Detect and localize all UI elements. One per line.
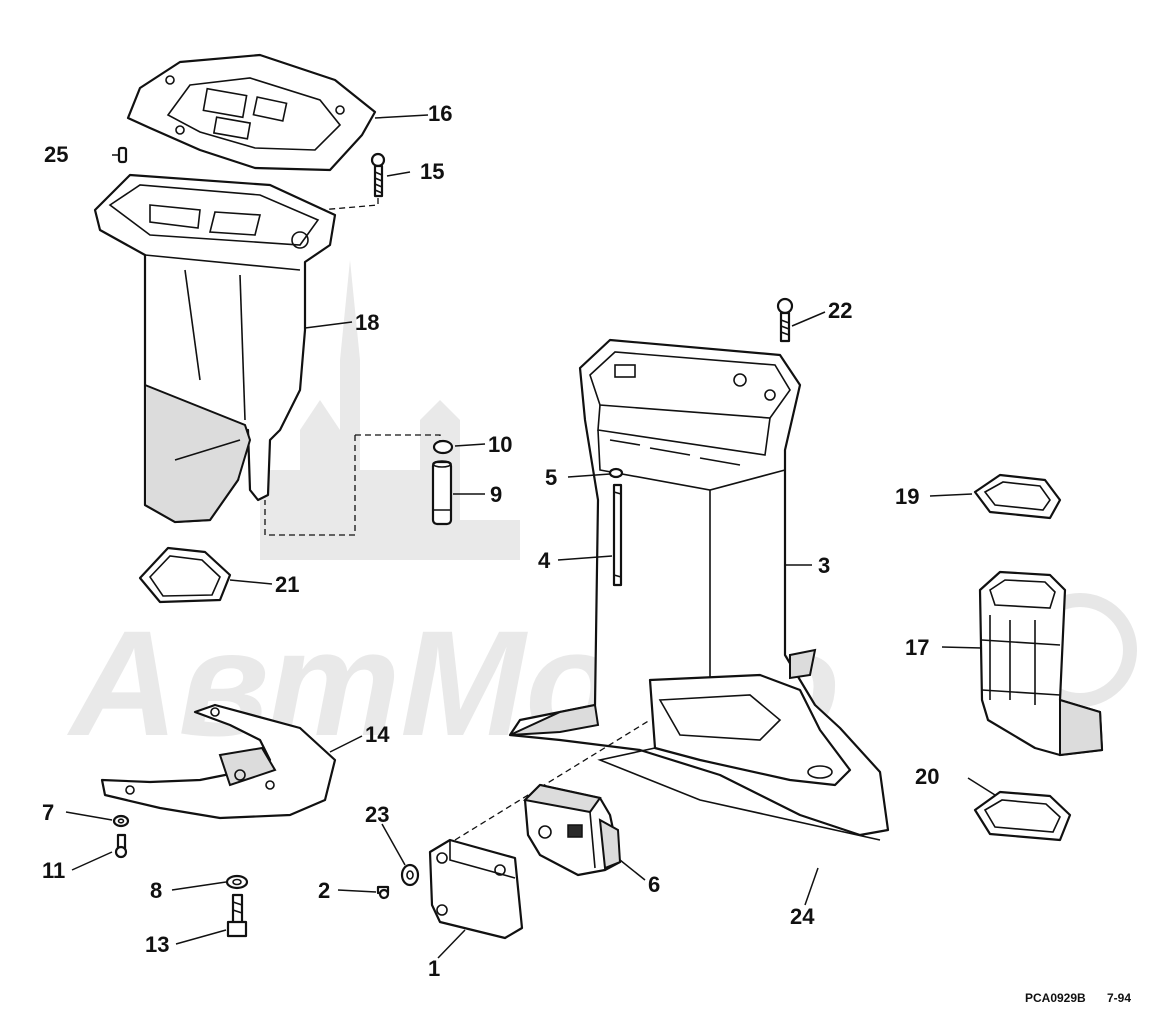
figure-date: 7-94	[1107, 991, 1131, 1005]
leader-7	[65, 811, 113, 821]
dash-1	[454, 719, 651, 841]
part-7-washer	[112, 814, 130, 828]
leader-22	[791, 311, 826, 327]
part-22-bolt	[776, 297, 794, 343]
callout-14: 14	[365, 722, 390, 747]
callout-11: 11	[42, 858, 65, 883]
callout-2: 2	[318, 878, 330, 903]
callout-4: 4	[538, 548, 551, 573]
leader-14	[329, 735, 363, 753]
leader-5	[567, 473, 611, 478]
leader-8	[171, 881, 227, 891]
figure-reference: PCA0929B 7-94	[1025, 991, 1131, 1005]
callout-5: 5	[545, 465, 557, 490]
callout-13: 13	[145, 932, 169, 957]
part-8-washer	[225, 874, 249, 890]
leader-1	[437, 929, 466, 959]
part-5-washer	[608, 467, 624, 479]
part-16-gasket	[126, 53, 377, 172]
leader-4	[557, 555, 613, 561]
leader-11	[71, 851, 113, 871]
part-25-dowel-pin	[117, 146, 128, 164]
callout-19: 19	[895, 484, 919, 509]
callout-18: 18	[355, 310, 379, 335]
leader-18	[304, 321, 353, 329]
part-1-cover-plate	[428, 838, 524, 940]
callout-7: 7	[42, 800, 54, 825]
callout-1: 1	[428, 956, 440, 981]
callout-20: 20	[915, 764, 939, 789]
part-9-tube	[431, 460, 453, 526]
callout-10: 10	[488, 432, 512, 457]
leader-lines	[65, 114, 996, 959]
leader-10	[454, 443, 486, 447]
part-17-exhaust-tube	[978, 570, 1104, 757]
leader-13	[175, 929, 227, 945]
callout-3: 3	[818, 553, 830, 578]
callout-24: 24	[790, 904, 815, 929]
dash-15	[319, 198, 379, 211]
leader-16	[374, 114, 429, 119]
part-19-seal	[973, 473, 1062, 520]
callout-8: 8	[150, 878, 162, 903]
leader-24	[804, 867, 819, 906]
part-21-seal	[138, 546, 232, 604]
callout-23: 23	[365, 802, 389, 827]
part-14-plate	[100, 703, 337, 820]
leader-15	[386, 171, 411, 177]
leader-20	[967, 777, 996, 796]
part-24-driveshaft-housing	[508, 338, 890, 841]
dash-9	[264, 435, 356, 536]
part-6-mount-block	[522, 783, 622, 877]
leader-19	[929, 493, 973, 497]
callout-21: 21	[275, 572, 299, 597]
part-13-bolt	[226, 893, 248, 938]
part-18-exhaust-housing	[93, 173, 337, 524]
part-11-screw	[114, 833, 128, 859]
figure-code: PCA0929B	[1025, 991, 1086, 1005]
callout-17: 17	[905, 635, 929, 660]
leader-23	[381, 823, 406, 866]
part-23-washer	[400, 863, 420, 887]
part-10-plug	[432, 439, 454, 455]
callout-6: 6	[648, 872, 660, 897]
leader-17	[941, 646, 983, 649]
part-4-stud	[612, 483, 623, 587]
callout-22: 22	[828, 298, 852, 323]
leader-6	[619, 859, 646, 881]
leader-21	[229, 579, 273, 585]
callouts: 16 25 15 18 22 10 9 5 4 3 19 17 20 21 14…	[42, 101, 939, 981]
part-20-seal	[973, 790, 1072, 842]
leader-2	[337, 889, 377, 893]
part-15-bolt	[370, 152, 386, 198]
callout-16: 16	[428, 101, 452, 126]
callout-15: 15	[420, 159, 444, 184]
part-2-screw	[376, 885, 390, 900]
callout-9: 9	[490, 482, 502, 507]
callout-25: 25	[44, 142, 68, 167]
